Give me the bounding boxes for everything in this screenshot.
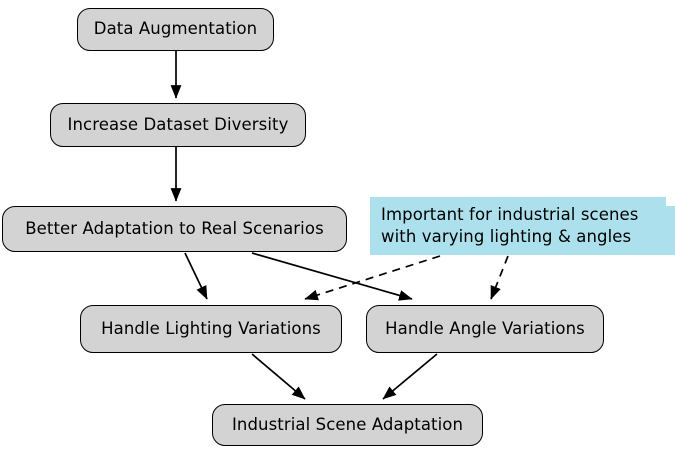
node-data-augmentation[interactable]: Data Augmentation — [77, 8, 274, 51]
node-label: Increase Dataset Diversity — [67, 114, 289, 134]
node-label: Better Adaptation to Real Scenarios — [25, 218, 324, 238]
node-label: Handle Angle Variations — [385, 318, 585, 338]
node-increase-dataset-diversity[interactable]: Increase Dataset Diversity — [50, 103, 306, 147]
note-line-2: with varying lighting & angles — [381, 227, 632, 246]
note-line-1: Important for industrial scenes — [381, 205, 639, 225]
node-label: Industrial Scene Adaptation — [231, 414, 464, 434]
edge-angle-to-industrial — [382, 353, 438, 400]
node-better-adaptation[interactable]: Better Adaptation to Real Scenarios — [2, 206, 347, 252]
note-folded-corner-icon — [666, 197, 675, 206]
edge-lighting-to-industrial — [251, 353, 306, 400]
node-handle-angle-variations[interactable]: Handle Angle Variations — [366, 305, 604, 353]
note-industrial-scenes[interactable]: Important for industrial scenes with var… — [370, 197, 675, 255]
node-label: Data Augmentation — [93, 19, 258, 39]
edge-note-to-lighting — [304, 255, 441, 301]
edge-note-to-angle — [490, 255, 509, 300]
edge-better-to-angle — [251, 252, 413, 301]
node-handle-lighting-variations[interactable]: Handle Lighting Variations — [80, 305, 342, 353]
node-industrial-scene-adaptation[interactable]: Industrial Scene Adaptation — [212, 404, 483, 446]
edge-better-to-lighting — [184, 252, 208, 300]
node-label: Handle Lighting Variations — [101, 318, 321, 338]
